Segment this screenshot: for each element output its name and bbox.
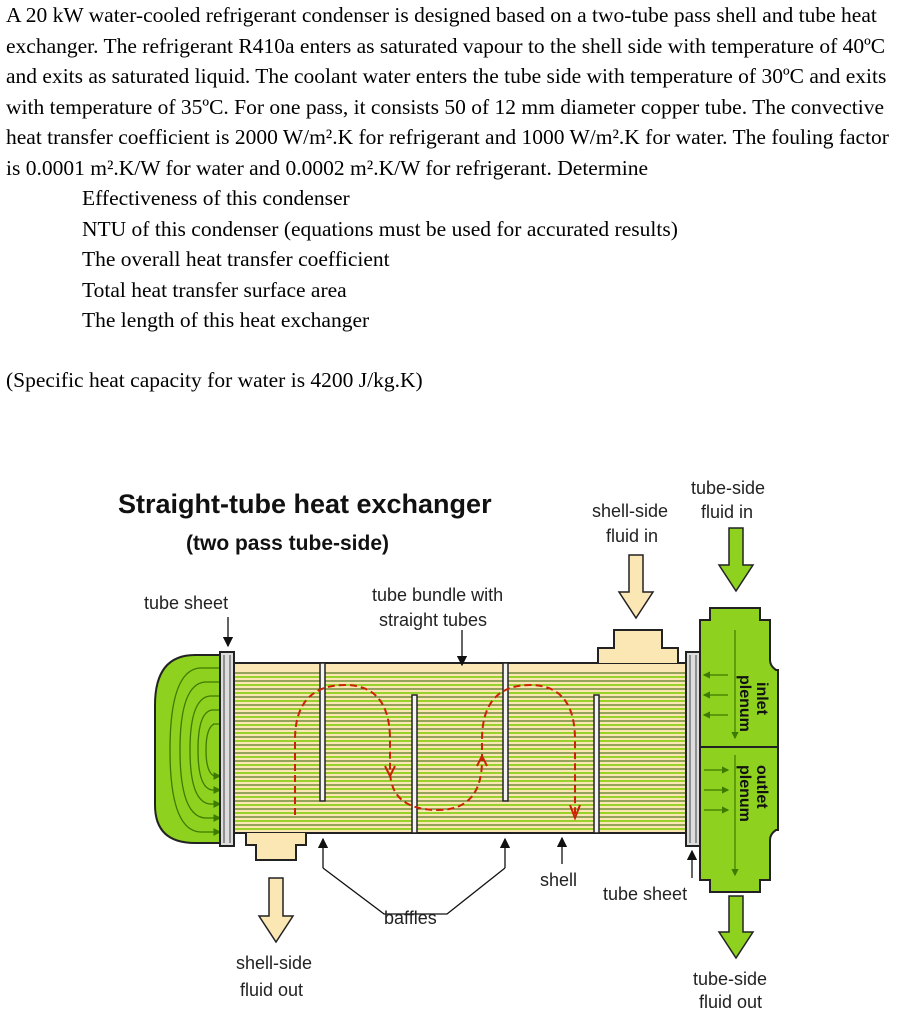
task-surface-area: Total heat transfer surface area bbox=[82, 277, 347, 302]
shell-label: shell bbox=[540, 870, 577, 890]
inlet-plenum-label-1: inlet bbox=[753, 682, 770, 716]
tube-in-label-2: fluid in bbox=[701, 502, 753, 522]
tube-inlet-arrow bbox=[717, 527, 755, 593]
tube-sheet-right bbox=[685, 651, 701, 847]
task-length: The length of this heat exchanger bbox=[82, 308, 370, 332]
tube-bundle-label-1: tube bundle with bbox=[372, 585, 503, 605]
diagram-title: Straight-tube heat exchanger bbox=[118, 489, 492, 519]
baffles-callout bbox=[322, 867, 506, 915]
shell-out-label-1: shell-side bbox=[236, 953, 312, 973]
task-ntu: NTU of this condenser (equations must be… bbox=[82, 216, 678, 241]
shell-inlet-arrow bbox=[617, 554, 655, 620]
specific-heat-note: (Specific heat capacity for water is 420… bbox=[6, 367, 423, 392]
inlet-plenum-label-2: plenum bbox=[736, 675, 753, 732]
tube-sheet-right-label: tube sheet bbox=[603, 884, 687, 904]
task-overall-coefficient: The overall heat transfer coefficient bbox=[82, 247, 390, 271]
outlet-plenum-label-1: outlet bbox=[753, 765, 770, 809]
outlet-plenum-label-2: plenum bbox=[736, 765, 753, 822]
heat-exchanger-diagram: Straight-tube heat exchanger (two pass t… bbox=[118, 478, 779, 1012]
shell-outlet-nozzle bbox=[245, 833, 307, 861]
tube-outlet-arrow bbox=[717, 895, 755, 960]
return-head bbox=[154, 654, 223, 844]
problem-statement: A 20 kW water-cooled refrigerant condens… bbox=[6, 0, 896, 395]
baffles-label: baffles bbox=[384, 908, 437, 928]
task-list: Effectiveness of this condenser NTU of t… bbox=[6, 183, 896, 336]
shell-out-label-2: fluid out bbox=[240, 980, 303, 1000]
baffles bbox=[319, 662, 600, 834]
shell-in-label-2: fluid in bbox=[606, 526, 658, 546]
tube-sheet-left-label: tube sheet bbox=[144, 593, 228, 613]
diagram-subtitle: (two pass tube-side) bbox=[186, 532, 389, 555]
return-head-flow bbox=[169, 667, 222, 836]
channel-head bbox=[699, 607, 779, 893]
problem-intro: A 20 kW water-cooled refrigerant condens… bbox=[6, 3, 889, 180]
shell-outlet-arrow bbox=[257, 877, 295, 944]
channel-head-flow bbox=[702, 630, 739, 877]
shell-flow-path bbox=[294, 683, 576, 815]
tube-out-label-1: tube-side bbox=[693, 969, 767, 989]
tube-bundle-label-2: straight tubes bbox=[379, 610, 487, 630]
tube-out-label-2: fluid out bbox=[699, 992, 762, 1012]
task-effectiveness: Effectiveness of this condenser bbox=[82, 186, 350, 210]
shell-in-label-1: shell-side bbox=[592, 501, 668, 521]
tube-sheet-left bbox=[219, 651, 235, 847]
tube-in-label-1: tube-side bbox=[691, 478, 765, 498]
tube-fluid bbox=[234, 676, 686, 830]
shell-inlet-nozzle bbox=[597, 629, 679, 663]
